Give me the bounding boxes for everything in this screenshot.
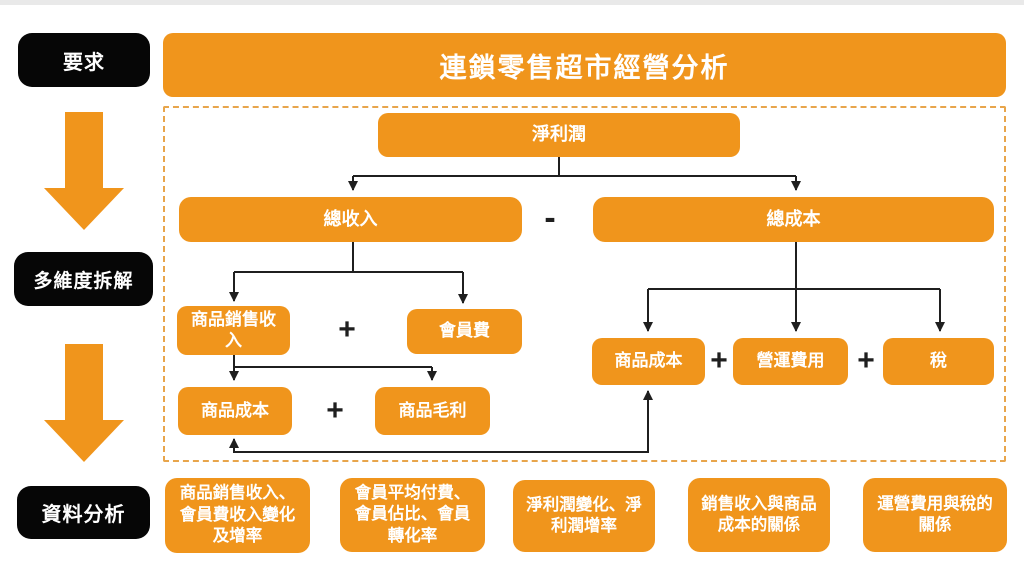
top-strip (0, 0, 1024, 5)
node-tax-label: 稅 (930, 351, 947, 371)
analysis-card-expense-tax-relation: 運營費用與稅的關係 (863, 478, 1007, 552)
node-total-revenue: 總收入 (179, 197, 522, 242)
step-requirement: 要求 (18, 33, 150, 87)
flowchart-canvas (163, 106, 1006, 462)
analysis-card-label: 會員平均付費、會員佔比、會員轉化率 (354, 483, 471, 545)
node-operating-expense-label: 營運費用 (756, 351, 825, 371)
analysis-card-label: 商品銷售收入、會員費收入變化及增率 (179, 484, 296, 546)
operator-plus: + (338, 313, 356, 346)
page-title: 連鎖零售超市經營分析 (439, 52, 730, 83)
down-arrow-icon (44, 112, 124, 230)
node-product-gross-profit-label: 商品毛利 (398, 400, 467, 420)
analysis-card-label: 銷售收入與商品成本的關係 (701, 494, 817, 534)
node-total-cost-label: 總成本 (766, 208, 821, 229)
node-operating-expense: 營運費用 (733, 338, 848, 385)
node-product-cost-left-label: 商品成本 (201, 400, 269, 420)
down-arrow-icon (44, 344, 124, 462)
node-product-sales-revenue: 商品銷售收入 (177, 306, 290, 355)
analysis-card-sales-membership-revenue: 商品銷售收入、會員費收入變化及增率 (165, 478, 310, 553)
node-total-revenue-label: 總收入 (323, 208, 378, 229)
node-net-profit-label: 淨利潤 (532, 124, 586, 145)
step-data-analysis-label: 資料分析 (41, 504, 126, 526)
operator-minus: - (544, 198, 556, 237)
node-membership-fee-label: 會員費 (439, 321, 490, 341)
analysis-card-net-profit-change: 淨利潤變化、淨利潤增率 (513, 480, 655, 552)
operator-plus: + (857, 344, 875, 377)
node-total-cost: 總成本 (593, 197, 994, 242)
node-product-gross-profit: 商品毛利 (375, 387, 490, 435)
step-requirement-label: 要求 (63, 51, 105, 74)
analysis-card-member-metrics: 會員平均付費、會員佔比、會員轉化率 (340, 478, 485, 552)
operator-plus: + (326, 394, 344, 427)
node-tax: 稅 (883, 338, 994, 385)
node-product-cost-right: 商品成本 (592, 338, 705, 385)
title-banner: 連鎖零售超市經營分析 (163, 33, 1006, 97)
analysis-card-revenue-cost-relation: 銷售收入與商品成本的關係 (688, 478, 830, 552)
node-product-cost-left: 商品成本 (178, 387, 292, 435)
node-product-sales-revenue-label: 商品銷售收入 (191, 310, 276, 350)
node-membership-fee: 會員費 (407, 309, 522, 354)
analysis-card-label: 淨利潤變化、淨利潤增率 (526, 495, 642, 535)
step-decomposition: 多維度拆解 (14, 252, 153, 306)
step-data-analysis: 資料分析 (17, 486, 150, 539)
node-product-cost-right-label: 商品成本 (614, 351, 683, 371)
analysis-card-label: 運營費用與稅的關係 (877, 494, 993, 534)
step-decomposition-label: 多維度拆解 (33, 270, 134, 292)
node-net-profit: 淨利潤 (378, 113, 740, 157)
operator-plus: + (710, 344, 728, 377)
